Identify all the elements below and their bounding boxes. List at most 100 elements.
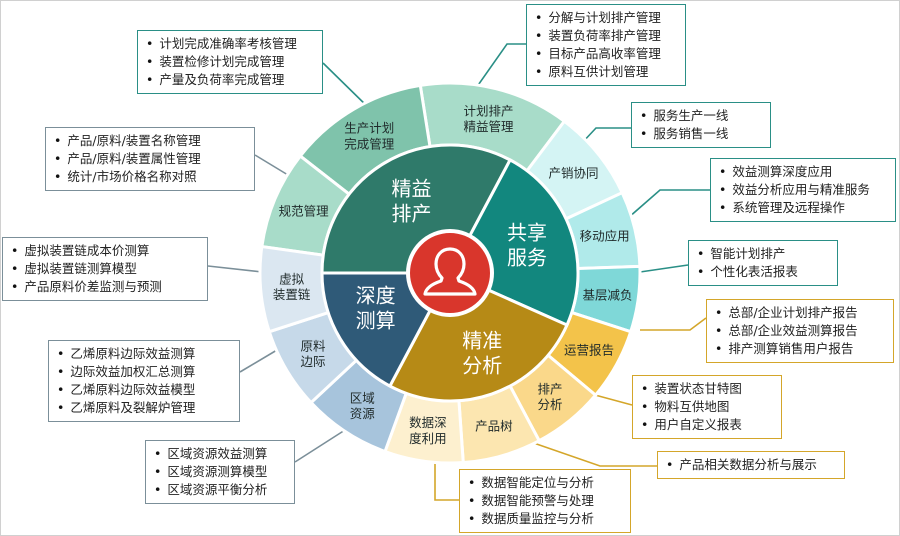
segment-label-norm: 规范管理	[279, 203, 330, 218]
segment-label-margin-line: 原料	[300, 338, 326, 353]
segment-label-region: 区域资源	[350, 390, 376, 421]
callout-item: 装置状态甘特图	[641, 380, 771, 398]
segment-label-virtual: 虚拟装置链	[273, 272, 311, 303]
quadrant-label-calc-line: 深度	[356, 283, 396, 307]
connector-grass	[639, 264, 689, 273]
segment-label-norm-line: 规范管理	[279, 203, 330, 218]
callout-box-virtual: 虚拟装置链成本价测算虚拟装置链测算模型产品原料价差监测与预测	[2, 237, 208, 301]
segment-label-grass-line: 基层减负	[582, 288, 632, 303]
connector-norm	[254, 154, 289, 176]
segment-label-sched-line: 分析	[538, 397, 563, 412]
quadrant-label-share-line: 服务	[507, 246, 547, 270]
segment-label-sched-line: 排产	[538, 381, 563, 396]
callout-box-norm: 产品/原料/装置名称管理产品/原料/装置属性管理统计/市场价格名称对照	[45, 127, 255, 191]
callout-item: 原料互供计划管理	[535, 63, 675, 81]
callout-list-norm: 产品/原料/装置名称管理产品/原料/装置属性管理统计/市场价格名称对照	[54, 132, 244, 186]
callout-item: 目标产品高收率管理	[535, 45, 675, 63]
callout-item: 产品/原料/装置名称管理	[54, 132, 244, 150]
callout-item: 数据智能预警与处理	[468, 492, 620, 510]
segment-label-region-line: 区域	[350, 390, 375, 405]
callout-item: 物料互供地图	[641, 398, 771, 416]
segment-label-ops: 运营报告	[564, 343, 614, 358]
quadrant-label-share: 共享服务	[507, 221, 547, 270]
callout-box-tree: 产品相关数据分析与展示	[657, 451, 845, 479]
callout-list-sched: 装置状态甘特图物料互供地图用户自定义报表	[641, 380, 771, 434]
callout-box-sales: 服务生产一线服务销售一线	[631, 102, 771, 148]
callout-item: 效益分析应用与精准服务	[719, 181, 885, 199]
callout-box-region: 区域资源效益测算区域资源测算模型区域资源平衡分析	[145, 440, 295, 504]
callout-item: 乙烯原料及裂解炉管理	[57, 399, 229, 417]
quadrant-label-calc-line: 测算	[356, 308, 396, 332]
callout-item: 边际效益加权汇总测算	[57, 363, 229, 381]
callout-item: 数据质量监控与分析	[468, 510, 620, 528]
connector-datause	[434, 462, 459, 501]
segment-label-sales: 产销协同	[549, 165, 599, 180]
callout-item: 虚拟装置链测算模型	[11, 260, 197, 278]
connector-region	[294, 429, 346, 463]
segment-label-grass: 基层减负	[582, 288, 632, 303]
segment-label-plan: 计划排产精益管理	[463, 103, 514, 134]
segment-label-datause-line: 数据深	[409, 415, 447, 430]
connector-virtual	[207, 265, 263, 273]
connector-tree	[524, 439, 657, 467]
callout-list-grass: 智能计划排产个性化表活报表	[697, 245, 827, 281]
segment-label-plan-line: 精益管理	[463, 119, 514, 134]
segment-label-mobile-line: 移动应用	[580, 228, 630, 243]
quadrant-label-analysis-line: 精准	[462, 328, 502, 352]
connector-ops	[640, 317, 707, 331]
callout-box-prod: 计划完成准确率考核管理装置检修计划完成管理产量及负荷率完成管理	[137, 30, 323, 94]
callout-list-tree: 产品相关数据分析与展示	[666, 456, 834, 474]
segment-label-virtual-line: 虚拟	[279, 272, 305, 287]
segment-label-sched: 排产分析	[538, 381, 563, 412]
callout-item: 服务销售一线	[640, 125, 760, 143]
segment-label-margin-line: 边际	[300, 354, 325, 369]
callout-box-grass: 智能计划排产个性化表活报表	[688, 240, 838, 286]
callout-item: 统计/市场价格名称对照	[54, 168, 244, 186]
callout-item: 效益测算深度应用	[719, 163, 885, 181]
callout-list-sales: 服务生产一线服务销售一线	[640, 107, 760, 143]
callout-box-ops: 总部/企业计划排产报告总部/企业效益测算报告排产测算销售用户报告	[706, 299, 894, 363]
connector-margin	[239, 349, 278, 373]
segment-label-datause-line: 度利用	[409, 431, 447, 446]
callout-box-mobile: 效益测算深度应用效益分析应用与精准服务系统管理及远程操作	[710, 158, 896, 222]
callout-list-region: 区域资源效益测算区域资源测算模型区域资源平衡分析	[154, 445, 284, 499]
connector-mobile	[627, 189, 710, 219]
callout-list-margin: 乙烯原料边际效益测算边际效益加权汇总测算乙烯原料边际效益模型乙烯原料及裂解炉管理	[57, 345, 229, 417]
segment-label-prod: 生产计划完成管理	[344, 121, 395, 152]
callout-list-prod: 计划完成准确率考核管理装置检修计划完成管理产量及负荷率完成管理	[146, 35, 312, 89]
segment-label-tree-line: 产品树	[475, 418, 513, 433]
callout-item: 用户自定义报表	[641, 416, 771, 434]
callout-item: 分解与计划排产管理	[535, 9, 675, 27]
segment-label-margin: 原料边际	[300, 338, 326, 369]
callout-item: 区域资源测算模型	[154, 463, 284, 481]
callout-box-datause: 数据智能定位与分析数据智能预警与处理数据质量监控与分析	[459, 469, 631, 533]
quadrant-label-lean-line: 精益	[392, 176, 432, 200]
callout-item: 区域资源效益测算	[154, 445, 284, 463]
callout-item: 虚拟装置链成本价测算	[11, 242, 197, 260]
callout-item: 乙烯原料边际效益测算	[57, 345, 229, 363]
callout-box-margin: 乙烯原料边际效益测算边际效益加权汇总测算乙烯原料边际效益模型乙烯原料及裂解炉管理	[48, 340, 240, 422]
callout-item: 计划完成准确率考核管理	[146, 35, 312, 53]
segment-label-tree: 产品树	[475, 418, 513, 433]
segment-label-ops-line: 运营报告	[564, 343, 614, 358]
callout-box-sched: 装置状态甘特图物料互供地图用户自定义报表	[632, 375, 782, 439]
callout-item: 装置负荷率排产管理	[535, 27, 675, 45]
callout-item: 服务生产一线	[640, 107, 760, 125]
callout-item: 装置检修计划完成管理	[146, 53, 312, 71]
segment-label-datause: 数据深度利用	[409, 415, 447, 446]
callout-item: 智能计划排产	[697, 245, 827, 263]
callout-item: 总部/企业计划排产报告	[715, 304, 883, 322]
segment-label-sales-line: 产销协同	[549, 165, 599, 180]
segment-label-mobile: 移动应用	[580, 228, 630, 243]
callout-list-plan: 分解与计划排产管理装置负荷率排产管理目标产品高收率管理原料互供计划管理	[535, 9, 675, 81]
callout-list-datause: 数据智能定位与分析数据智能预警与处理数据质量监控与分析	[468, 474, 620, 528]
quadrant-label-analysis-line: 分析	[462, 353, 502, 377]
callout-item: 乙烯原料边际效益模型	[57, 381, 229, 399]
user-icon	[423, 247, 477, 296]
segment-label-virtual-line: 装置链	[273, 287, 311, 302]
segment-label-region-line: 资源	[350, 406, 376, 421]
callout-item: 总部/企业效益测算报告	[715, 322, 883, 340]
callout-box-plan: 分解与计划排产管理装置负荷率排产管理目标产品高收率管理原料互供计划管理	[526, 4, 686, 86]
